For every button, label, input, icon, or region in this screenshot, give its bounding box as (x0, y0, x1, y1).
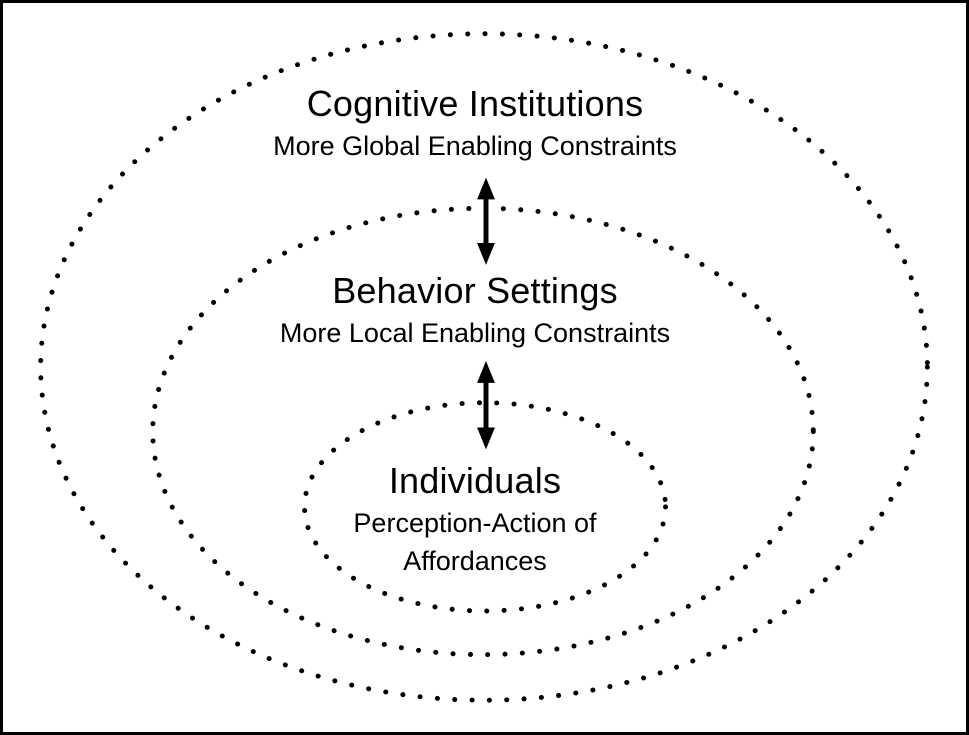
double-arrow-settings-individuals-icon (477, 361, 495, 450)
double-arrow-institutions-settings-icon (477, 177, 495, 265)
inner-dotted-ellipse-individuals (302, 400, 668, 614)
middle-dotted-ellipse-behavior-settings (150, 205, 816, 658)
ellipses-and-arrows-canvas (38, 31, 930, 703)
outer-dotted-ellipse-cognitive-institutions (38, 31, 930, 703)
